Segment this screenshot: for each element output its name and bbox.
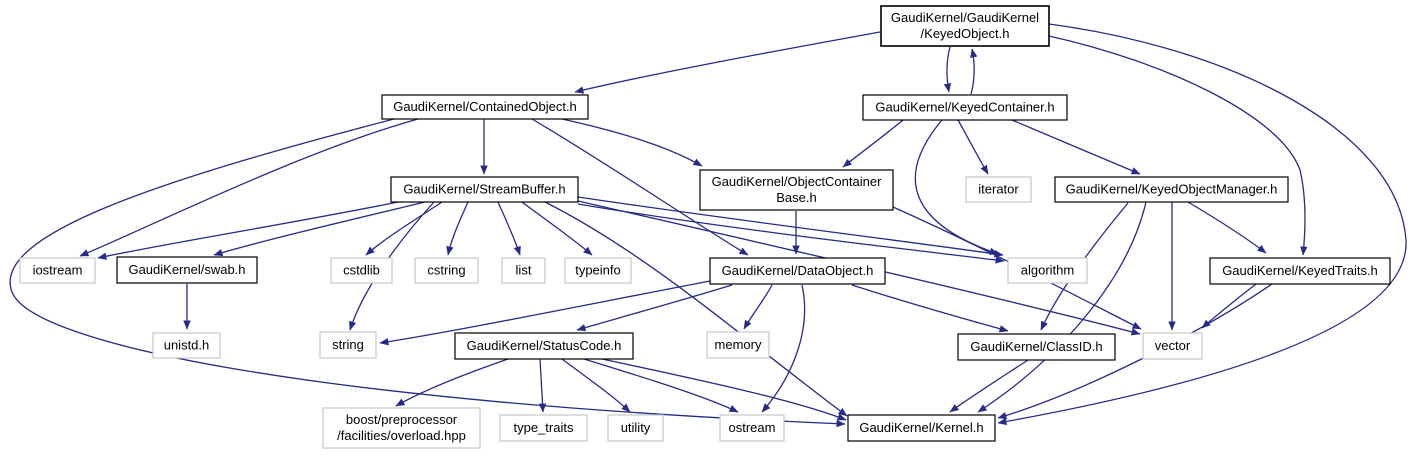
node-label-string: string xyxy=(332,337,364,352)
node-label-swab: GaudiKernel/swab.h xyxy=(128,262,245,277)
edge-statuscode-to-typetraits xyxy=(538,358,547,413)
node-iostream: iostream xyxy=(19,257,96,284)
edge-streambuffer-to-cstdlib xyxy=(365,201,443,256)
node-label-typetraits: type_traits xyxy=(514,420,574,435)
edge-streambuffer-to-cstring xyxy=(446,201,469,256)
node-containedobject[interactable]: GaudiKernel/ContainedObject.h xyxy=(381,94,589,120)
edge-keyedobjectmanager-to-keyedtraits xyxy=(1187,201,1267,254)
node-label-boost: boost/preprocessor/facilities/overload.h… xyxy=(337,412,466,443)
node-label-statuscode: GaudiKernel/StatusCode.h xyxy=(467,338,622,353)
node-label-keyedcontainer: GaudiKernel/KeyedContainer.h xyxy=(875,100,1054,115)
node-utility: utility xyxy=(607,414,664,442)
node-label-keyedobjectmanager: GaudiKernel/KeyedObjectManager.h xyxy=(1066,182,1278,197)
node-kernel[interactable]: GaudiKernel/Kernel.h xyxy=(847,414,996,442)
node-swab[interactable]: GaudiKernel/swab.h xyxy=(116,256,258,284)
node-dataobject[interactable]: GaudiKernel/DataObject.h xyxy=(709,257,886,285)
node-label-keyedtraits: GaudiKernel/KeyedTraits.h xyxy=(1222,263,1378,278)
node-label-list: list xyxy=(516,263,532,278)
node-label-memory: memory xyxy=(715,337,762,352)
node-label-containedobject: GaudiKernel/ContainedObject.h xyxy=(393,99,577,114)
node-streambuffer[interactable]: GaudiKernel/StreamBuffer.h xyxy=(390,176,579,203)
node-label-cstdlib: cstdlib xyxy=(343,263,380,278)
edge-keyedcontainer-to-objectcontainerbase xyxy=(842,119,904,168)
node-list: list xyxy=(501,257,546,284)
node-algorithm: algorithm xyxy=(1007,257,1088,284)
edge-keyedobjectmanager-to-kernel xyxy=(977,201,1147,413)
node-classid[interactable]: GaudiKernel/ClassID.h xyxy=(957,333,1116,361)
node-label-vector: vector xyxy=(1155,338,1191,353)
edge-streambuffer-to-kernel xyxy=(544,201,848,417)
edge-containedobject-to-objectcontainerbase xyxy=(561,118,703,167)
edge-keyedobject-to-kernel xyxy=(997,23,1407,426)
edge-keyedobject-to-keyedcontainer xyxy=(943,46,952,93)
node-typetraits: type_traits xyxy=(499,414,588,442)
node-typeinfo: typeinfo xyxy=(564,257,632,284)
edge-streambuffer-to-typeinfo xyxy=(521,201,593,256)
edge-statuscode-to-utility xyxy=(561,358,631,413)
node-memory: memory xyxy=(706,331,770,359)
edge-dataobject-to-ostream xyxy=(761,284,806,413)
node-label-unistd: unistd.h xyxy=(164,338,210,353)
edge-streambuffer-to-iostream xyxy=(97,201,399,260)
edge-statuscode-to-boost xyxy=(395,358,509,407)
edge-dataobject-to-memory xyxy=(743,284,773,330)
edge-dataobject-to-string xyxy=(379,280,711,346)
node-iterator: iterator xyxy=(965,176,1032,203)
edge-streambuffer-to-algorithm xyxy=(577,203,1005,264)
node-label-streambuffer: GaudiKernel/StreamBuffer.h xyxy=(403,182,565,197)
edge-keyedtraits-to-vector xyxy=(1201,283,1257,329)
edge-keyedcontainer-to-keyedobject xyxy=(970,48,978,95)
node-string: string xyxy=(319,331,377,359)
node-unistd: unistd.h xyxy=(152,332,221,359)
edge-classid-to-kernel xyxy=(949,359,1029,413)
node-label-dataobject: GaudiKernel/DataObject.h xyxy=(722,263,874,278)
node-label-ostream: ostream xyxy=(729,420,776,435)
edge-streambuffer-to-list xyxy=(497,201,521,256)
node-vector: vector xyxy=(1142,332,1203,360)
edge-statuscode-to-kernel xyxy=(601,358,847,421)
edge-containedobject-to-algorithm xyxy=(577,196,1004,258)
node-keyedobject[interactable]: GaudiKernel/GaudiKernel/KeyedObject.h xyxy=(880,5,1050,47)
edge-statuscode-to-ostream xyxy=(583,358,739,413)
edge-keyedcontainer-to-keyedobjectmanager xyxy=(1011,119,1141,175)
node-statuscode[interactable]: GaudiKernel/StatusCode.h xyxy=(454,332,634,360)
node-label-classid: GaudiKernel/ClassID.h xyxy=(970,339,1102,354)
node-label-iterator: iterator xyxy=(978,182,1019,197)
node-cstring: cstring xyxy=(414,257,479,284)
node-label-iostream: iostream xyxy=(33,263,83,278)
node-cstdlib: cstdlib xyxy=(330,257,393,284)
edge-streambuffer-to-swab xyxy=(213,201,426,257)
node-label-utility: utility xyxy=(621,420,651,435)
edge-keyedcontainer-to-iterator xyxy=(957,119,989,175)
edge-dataobject-to-statuscode xyxy=(576,284,733,332)
node-label-typeinfo: typeinfo xyxy=(575,263,621,278)
edge-containedobject-to-iostream xyxy=(79,118,419,257)
node-label-kernel: GaudiKernel/Kernel.h xyxy=(859,420,983,435)
edge-dataobject-to-classid xyxy=(851,284,1009,333)
node-keyedcontainer[interactable]: GaudiKernel/KeyedContainer.h xyxy=(862,94,1068,121)
node-label-keyedobject: GaudiKernel/GaudiKernel/KeyedObject.h xyxy=(891,10,1039,41)
edge-containedobject-to-dataobject xyxy=(531,118,749,256)
node-keyedobjectmanager[interactable]: GaudiKernel/KeyedObjectManager.h xyxy=(1054,176,1289,203)
node-keyedtraits[interactable]: GaudiKernel/KeyedTraits.h xyxy=(1209,257,1391,285)
edge-keyedobject-to-containedobject xyxy=(574,31,881,94)
edge-containedobject-to-kernel xyxy=(9,118,846,428)
node-label-algorithm: algorithm xyxy=(1021,263,1074,278)
node-label-cstring: cstring xyxy=(427,263,465,278)
node-ostream: ostream xyxy=(719,414,785,442)
edge-keyedobject-to-keyedtraits xyxy=(1048,35,1308,256)
node-boost: boost/preprocessor/facilities/overload.h… xyxy=(322,407,481,449)
